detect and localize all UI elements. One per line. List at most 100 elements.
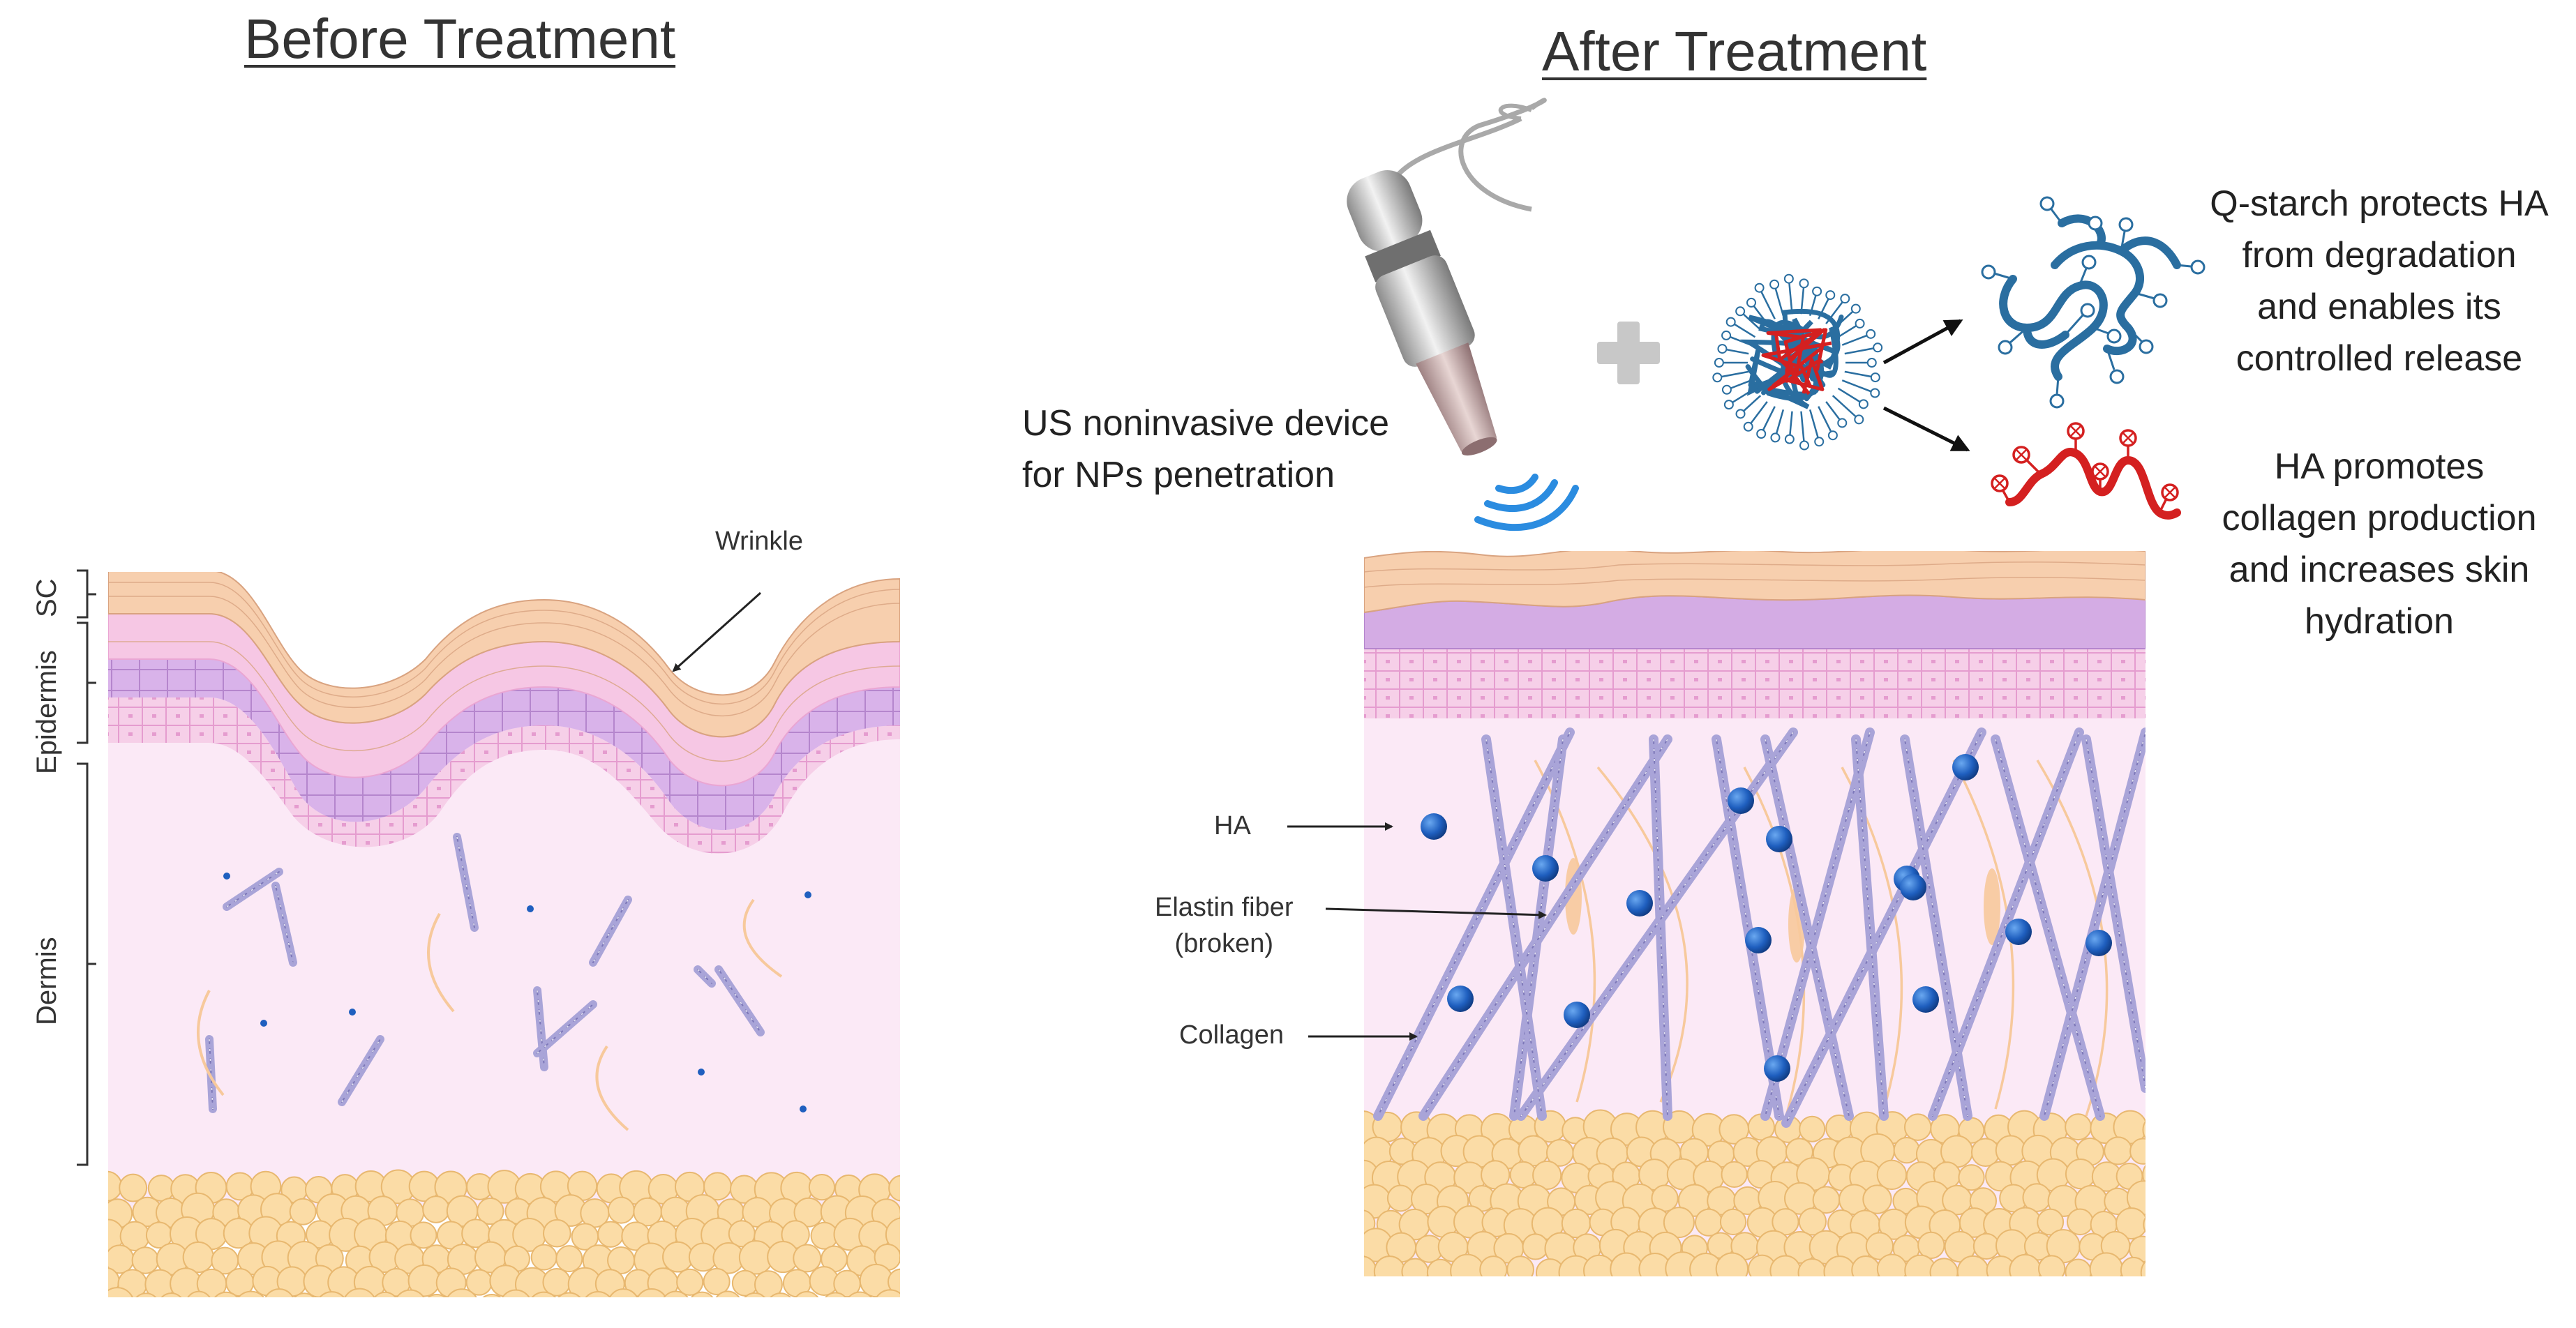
fat-cell xyxy=(1995,1135,2026,1166)
collagen-fiber xyxy=(714,965,765,1036)
fat-cell xyxy=(1917,1231,1945,1260)
ha-sphere xyxy=(1912,986,1939,1013)
fat-cell xyxy=(2156,1184,2188,1216)
fat-cell xyxy=(119,1173,148,1202)
fat-cell xyxy=(608,1288,638,1297)
fat-cell xyxy=(2154,1134,2187,1168)
fat-cell xyxy=(1363,1281,1388,1306)
elastin-arc xyxy=(197,990,225,1096)
fat-cell xyxy=(1876,1159,1908,1191)
fat-cell xyxy=(1626,1280,1654,1308)
fat-cell xyxy=(502,1289,530,1297)
ha-sphere xyxy=(1421,813,1447,840)
fat-cell xyxy=(294,1292,315,1297)
subcutaneous-fat xyxy=(108,1169,900,1297)
collagen-fiber xyxy=(589,896,632,967)
fat-cell xyxy=(1653,1280,1685,1312)
collagen-fiber xyxy=(1760,727,1875,1121)
ha-sphere xyxy=(1952,754,1979,780)
dermis-layer-label: Dermis xyxy=(31,937,62,1025)
fat-cell xyxy=(542,1267,571,1297)
fat-cell xyxy=(108,1170,123,1202)
fat-cell xyxy=(1730,1278,1760,1308)
fat-cell xyxy=(1694,1208,1723,1237)
fat-cell xyxy=(373,1291,397,1297)
collagen-fiber xyxy=(205,1035,217,1113)
fat-cell xyxy=(264,1288,294,1297)
fat-cell xyxy=(1956,1255,1989,1276)
collagen-fiber xyxy=(223,868,283,911)
fat-cell xyxy=(663,1290,689,1297)
fat-cell xyxy=(1426,1258,1454,1276)
collagen-fiber xyxy=(338,1035,384,1106)
nanoparticle-icon xyxy=(1712,273,1883,451)
fat-cell xyxy=(410,1221,437,1249)
fat-cell xyxy=(1890,1278,1921,1309)
dense-collagen-fibers xyxy=(1373,727,2146,1128)
elastin-arc xyxy=(1596,766,1688,1103)
fat-cell xyxy=(1944,1278,1973,1308)
fat-cell xyxy=(715,1290,740,1297)
fat-cell xyxy=(1769,1255,1802,1276)
collagen-fiber xyxy=(1712,734,1784,1121)
fat-cell xyxy=(2051,1278,2081,1308)
arrow-to-ha xyxy=(1882,406,1970,452)
fat-cell xyxy=(876,1289,900,1297)
elastin-label: Elastin fiber (broken) xyxy=(1155,889,1294,962)
fat-cell xyxy=(2142,1164,2146,1185)
before-title: Before Treatment xyxy=(244,8,676,70)
epidermis-layer-label: Epidermis xyxy=(31,650,62,774)
fat-cell xyxy=(2066,1208,2094,1236)
fat-cell xyxy=(1823,1255,1856,1276)
fat-cell xyxy=(2140,1260,2146,1276)
fat-cell xyxy=(885,1217,900,1252)
ha-dot xyxy=(349,1009,356,1016)
fat-cell xyxy=(731,1269,758,1297)
ha-label: HA xyxy=(1214,811,1251,840)
fat-cell xyxy=(289,1198,317,1225)
ha-sphere xyxy=(2085,930,2112,956)
fat-cell xyxy=(131,1246,160,1274)
fat-cell xyxy=(2009,1253,2042,1276)
fat-cell xyxy=(1479,1255,1508,1276)
elastin-arc xyxy=(742,898,783,978)
dermis-top-cells xyxy=(1364,649,2146,718)
fat-cell xyxy=(1840,1281,1869,1310)
fat-cell xyxy=(2128,1280,2157,1309)
elastin-label-line-1: Elastin fiber xyxy=(1155,893,1294,922)
fat-cell xyxy=(1678,1283,1706,1311)
fat-cell xyxy=(754,1270,783,1297)
before-skin xyxy=(108,572,900,1297)
elastin-arc xyxy=(595,1045,629,1131)
fat-cell xyxy=(1876,1253,1908,1276)
stratum-corneum xyxy=(1364,551,2146,614)
ha-sphere xyxy=(1532,855,1559,882)
fat-cell xyxy=(1958,1164,1985,1191)
fat-cell xyxy=(1573,1278,1603,1308)
device-label-line-1: US noninvasive device xyxy=(1022,403,1390,444)
fat-cell xyxy=(795,1290,819,1297)
fat-cell xyxy=(899,1253,900,1263)
fat-cell xyxy=(1916,1279,1945,1308)
fat-cell xyxy=(2142,1120,2146,1140)
ultrasound-device xyxy=(1347,98,1579,531)
fat-cell xyxy=(662,1241,694,1273)
fat-cell xyxy=(2023,1278,2057,1311)
stratum-corneum xyxy=(108,572,900,738)
elastin-arc xyxy=(427,913,455,1013)
fat-cell xyxy=(1862,1281,1894,1312)
fat-cell xyxy=(2103,1280,2132,1308)
fat-cell xyxy=(1903,1113,1932,1141)
elastin-label-line-2: (broken) xyxy=(1174,929,1274,958)
fat-cell xyxy=(888,1175,900,1202)
ha-sphere xyxy=(1764,1055,1790,1082)
fat-cell xyxy=(2065,1113,2092,1141)
ha-dot xyxy=(804,891,811,898)
wrinkle-label: Wrinkle xyxy=(715,527,803,556)
qstarch-polymer-icon xyxy=(1981,196,2206,409)
fat-cell xyxy=(530,1244,557,1271)
collagen-fiber xyxy=(1851,734,1889,1121)
fat-cell xyxy=(2104,1136,2133,1165)
ultrasound-waves xyxy=(1474,474,1579,531)
